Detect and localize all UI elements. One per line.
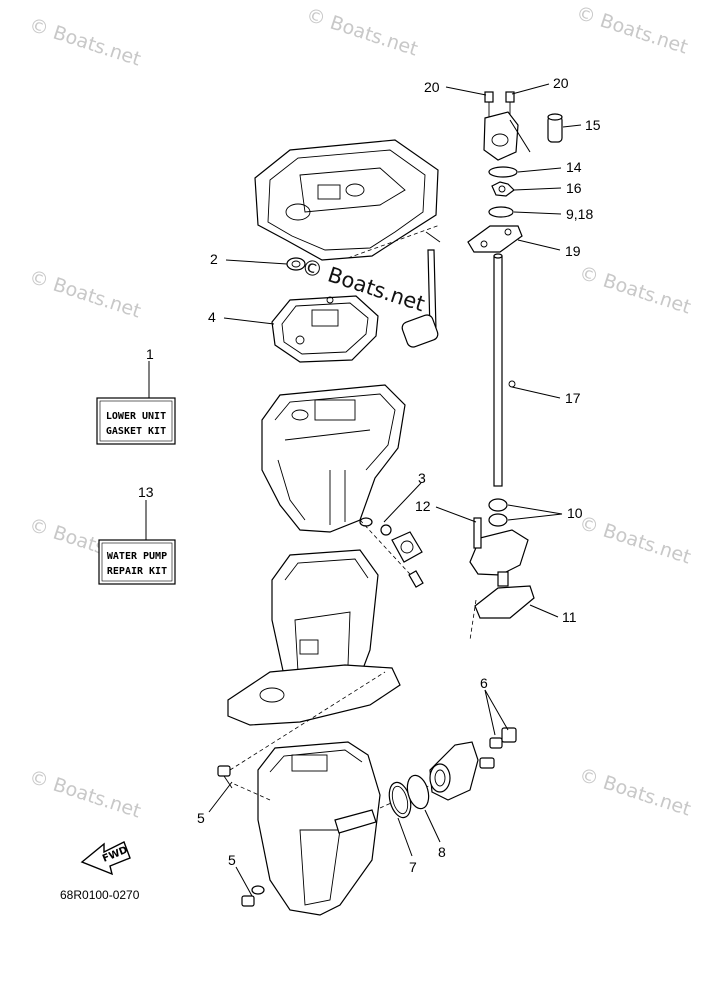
- oil-seal-part: [286, 257, 306, 271]
- leader-lines: [145, 83, 582, 897]
- gasket-part: [271, 295, 379, 363]
- callout-2: 2: [210, 251, 218, 267]
- callout-15: 15: [585, 117, 601, 133]
- callout-5-top: 5: [197, 810, 205, 826]
- middle-casing-part: [261, 384, 406, 533]
- gasket-kit-line-1: LOWER UNIT: [106, 411, 166, 422]
- callout-6: 6: [480, 675, 488, 691]
- repair-kit-box: WATER PUMP REPAIR KIT: [98, 539, 176, 585]
- gasket-kit-box: LOWER UNIT GASKET KIT: [96, 397, 176, 445]
- repair-kit-line-1: WATER PUMP: [107, 551, 167, 562]
- callout-labels: 1 13 2 4 3 12 5 5 6 7 8 9,18 10 11 14 15…: [138, 75, 601, 875]
- callout-13: 13: [138, 484, 154, 500]
- watermark: © Boats.net: [26, 266, 143, 323]
- callout-20-right: 20: [553, 75, 569, 91]
- o-ring-part: [388, 774, 430, 819]
- part-code: 68R0100-0270: [60, 888, 140, 902]
- screw-part: [217, 765, 265, 907]
- callout-8: 8: [438, 844, 446, 860]
- fwd-arrow: FWD: [80, 841, 131, 876]
- watermark: © Boats.net: [26, 766, 143, 823]
- callout-19: 19: [565, 243, 581, 259]
- callout-4: 4: [208, 309, 216, 325]
- watermark: © Boats.net: [303, 4, 420, 61]
- watermark: © Boats.net: [576, 512, 693, 569]
- plug-part: [359, 517, 424, 588]
- callout-3: 3: [418, 470, 426, 486]
- watermark: © Boats.net: [576, 764, 693, 821]
- callout-11: 11: [562, 609, 577, 625]
- callout-5-bottom: 5: [228, 852, 236, 868]
- watermark: © Boats.net: [26, 14, 143, 71]
- watermark: © Boats.net: [576, 262, 693, 319]
- callout-20-left: 20: [424, 79, 440, 95]
- repair-kit-line-2: REPAIR KIT: [107, 566, 167, 577]
- callout-9-18: 9,18: [566, 206, 593, 222]
- callout-16: 16: [566, 180, 582, 196]
- watermark: © Boats.net: [573, 2, 690, 59]
- callout-1: 1: [146, 346, 154, 362]
- gasket-kit-line-2: GASKET KIT: [106, 426, 166, 437]
- lower-casing-part: [231, 741, 476, 916]
- callout-7: 7: [409, 859, 417, 875]
- water-pump-stack: [467, 91, 563, 641]
- callout-17: 17: [565, 390, 581, 406]
- upper-casing-part: [254, 139, 441, 261]
- callout-14: 14: [566, 159, 582, 175]
- callout-10: 10: [567, 505, 583, 521]
- pump-housing-part: [429, 727, 517, 801]
- callout-12: 12: [415, 498, 431, 514]
- drive-shaft-housing-part: [227, 549, 401, 771]
- water-tube-part: [401, 231, 441, 348]
